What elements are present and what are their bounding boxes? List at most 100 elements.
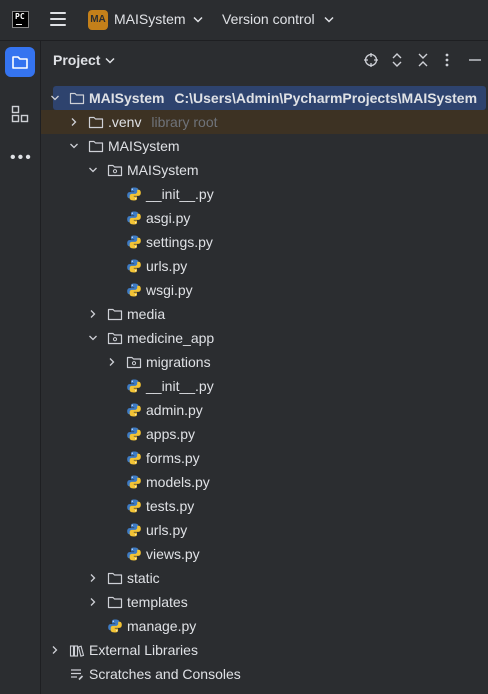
- tree-item[interactable]: views.py: [41, 542, 488, 566]
- tree-item-label: .venv library root: [108, 114, 218, 130]
- tree-item-label: External Libraries: [89, 642, 198, 658]
- tree-item-label: MAISystem: [108, 138, 180, 154]
- folder-icon: [69, 92, 85, 105]
- tree-item-label: urls.py: [146, 522, 188, 538]
- project-tool-button[interactable]: [5, 47, 35, 77]
- chevron-right-icon[interactable]: [88, 573, 98, 583]
- tree-item[interactable]: media: [41, 302, 488, 326]
- chevron-down-icon[interactable]: [324, 13, 334, 27]
- tree-item-label: Scratches and Consoles: [89, 666, 241, 682]
- tree-item[interactable]: Scratches and Consoles: [41, 662, 488, 686]
- tree-item[interactable]: apps.py: [41, 422, 488, 446]
- package-folder-icon: [107, 332, 123, 345]
- tree-item[interactable]: static: [41, 566, 488, 590]
- chevron-right-icon[interactable]: [88, 597, 98, 607]
- tree-item-label: admin.py: [146, 402, 203, 418]
- tree-item[interactable]: admin.py: [41, 398, 488, 422]
- tree-item[interactable]: forms.py: [41, 446, 488, 470]
- pycharm-logo: PC: [12, 11, 29, 28]
- chevron-down-icon[interactable]: [69, 141, 79, 151]
- main-menu-icon[interactable]: [50, 12, 66, 26]
- tree-item-label: wsgi.py: [146, 282, 193, 298]
- library-icon: [69, 645, 85, 657]
- tree-item[interactable]: tests.py: [41, 494, 488, 518]
- tree-item[interactable]: templates: [41, 590, 488, 614]
- tree-item-label: urls.py: [146, 258, 188, 274]
- folder-icon: [12, 56, 28, 69]
- scratches-icon: [71, 669, 84, 681]
- project-path: C:\Users\Admin\PycharmProjects\MAISystem: [170, 90, 478, 106]
- tree-item[interactable]: medicine_app: [41, 326, 488, 350]
- chevron-down-icon[interactable]: [50, 93, 60, 103]
- tree-item[interactable]: __init__.py: [41, 374, 488, 398]
- folder-icon: [107, 596, 123, 609]
- tree-item-label: MAISystem: [127, 162, 199, 178]
- folder-icon: [107, 572, 123, 585]
- tree-item[interactable]: migrations: [41, 350, 488, 374]
- python-file-icon: [127, 403, 141, 417]
- vcs-widget[interactable]: Version control: [222, 11, 315, 27]
- tree-item-label: tests.py: [146, 498, 195, 514]
- chevron-right-icon[interactable]: [107, 357, 117, 367]
- tree-item-label: __init__.py: [146, 186, 214, 202]
- tree-item[interactable]: wsgi.py: [41, 278, 488, 302]
- tree-item[interactable]: settings.py: [41, 230, 488, 254]
- project-badge[interactable]: MA: [88, 10, 108, 30]
- tree-item[interactable]: External Libraries: [41, 638, 488, 662]
- python-file-icon: [127, 427, 141, 441]
- package-folder-icon: [126, 356, 142, 369]
- tree-item-label: forms.py: [146, 450, 200, 466]
- chevron-right-icon[interactable]: [88, 309, 98, 319]
- tree-item[interactable]: models.py: [41, 470, 488, 494]
- tree-item-label: MAISystem C:\Users\Admin\PycharmProjects…: [89, 90, 478, 106]
- more-tools-icon[interactable]: •••: [10, 149, 33, 166]
- panel-title[interactable]: Project: [53, 52, 101, 68]
- tree-item-label: manage.py: [127, 618, 197, 634]
- chevron-down-icon[interactable]: [193, 13, 203, 27]
- library-root-label: library root: [147, 114, 218, 130]
- python-file-icon: [127, 187, 141, 201]
- python-file-icon: [108, 619, 122, 633]
- options-icon[interactable]: [443, 52, 451, 68]
- hide-icon[interactable]: [468, 52, 482, 68]
- project-tree: MAISystem C:\Users\Admin\PycharmProjects…: [41, 86, 488, 686]
- tree-item[interactable]: manage.py: [41, 614, 488, 638]
- python-file-icon: [127, 451, 141, 465]
- tree-item[interactable]: .venv library root: [41, 110, 488, 134]
- chevron-right-icon[interactable]: [69, 117, 79, 127]
- tree-item[interactable]: urls.py: [41, 254, 488, 278]
- python-file-icon: [127, 259, 141, 273]
- tree-item-label: apps.py: [146, 426, 196, 442]
- structure-icon[interactable]: [11, 105, 29, 123]
- expand-all-icon[interactable]: [390, 52, 404, 68]
- python-file-icon: [127, 475, 141, 489]
- locate-icon[interactable]: [363, 52, 379, 68]
- tree-item[interactable]: asgi.py: [41, 206, 488, 230]
- tree-item[interactable]: MAISystem C:\Users\Admin\PycharmProjects…: [50, 86, 486, 110]
- tree-item[interactable]: __init__.py: [41, 182, 488, 206]
- project-switcher[interactable]: MAISystem: [114, 11, 186, 27]
- collapse-all-icon[interactable]: [416, 52, 430, 68]
- tree-item-label: __init__.py: [146, 378, 214, 394]
- tree-item-label: media: [127, 306, 166, 322]
- tree-item-label: medicine_app: [127, 330, 215, 346]
- chevron-down-icon[interactable]: [105, 55, 115, 67]
- python-file-icon: [127, 211, 141, 225]
- chevron-right-icon[interactable]: [50, 645, 60, 655]
- tree-item-label: asgi.py: [146, 210, 191, 226]
- tree-item[interactable]: MAISystem: [41, 158, 488, 182]
- tree-item[interactable]: MAISystem: [41, 134, 488, 158]
- python-file-icon: [127, 499, 141, 513]
- tree-item-label: templates: [127, 594, 188, 610]
- python-file-icon: [127, 235, 141, 249]
- tree-item[interactable]: urls.py: [41, 518, 488, 542]
- tree-item-label: models.py: [146, 474, 210, 490]
- chevron-down-icon[interactable]: [88, 333, 98, 343]
- tree-item-label: static: [127, 570, 160, 586]
- python-file-icon: [127, 379, 141, 393]
- python-file-icon: [127, 283, 141, 297]
- python-file-icon: [127, 547, 141, 561]
- folder-icon: [88, 140, 104, 153]
- chevron-down-icon[interactable]: [88, 165, 98, 175]
- folder-icon: [88, 116, 104, 129]
